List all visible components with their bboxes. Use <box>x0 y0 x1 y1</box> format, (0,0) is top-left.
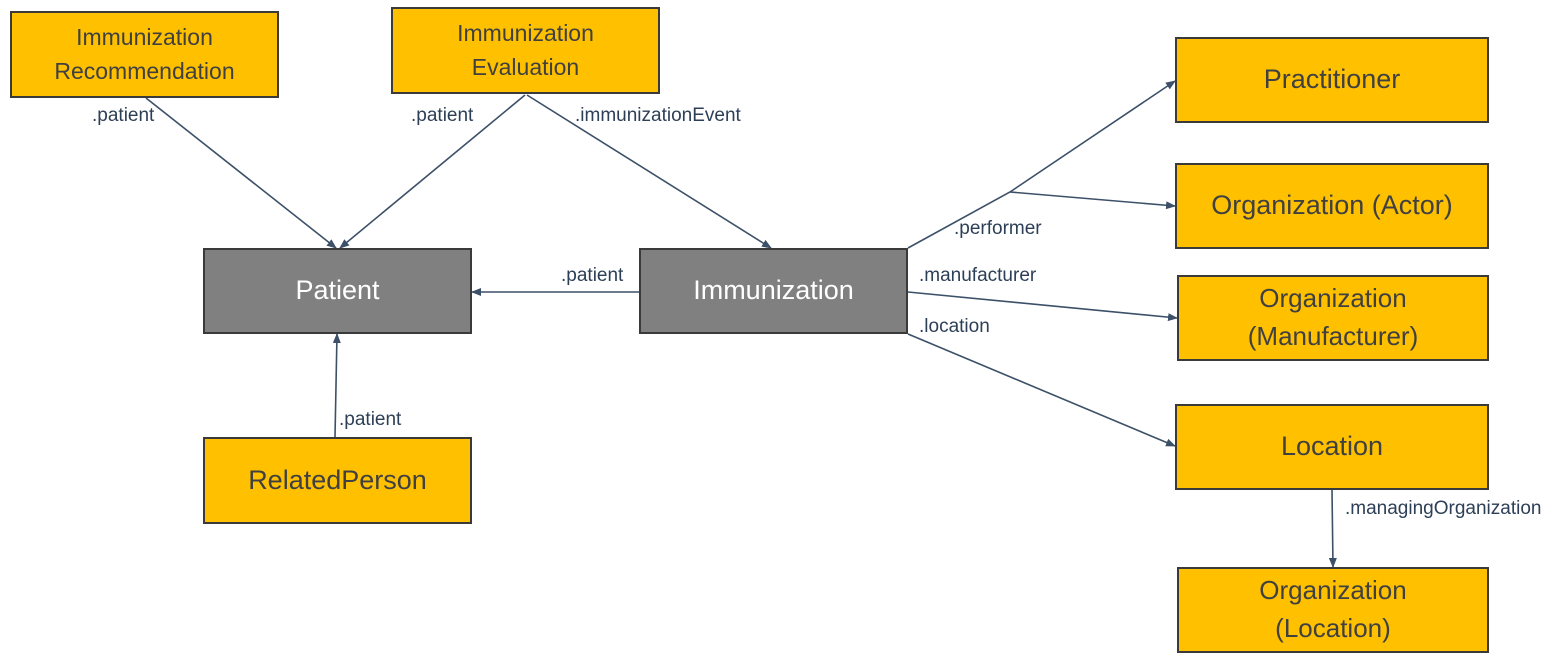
node-location: Location <box>1175 404 1489 490</box>
edge-label-imm-location: .location <box>919 316 990 337</box>
edge-label-rec-patient: .patient <box>92 105 155 126</box>
node-immunization: Immunization <box>639 248 908 334</box>
edge-imm-manufacturer <box>907 291 1178 322</box>
node-patient: Patient <box>203 248 472 334</box>
edge-label-loc-managing: .managingOrganization <box>1345 498 1542 519</box>
edge-label-related-patient: .patient <box>339 409 402 430</box>
node-practitioner: Practitioner <box>1175 37 1489 123</box>
edge-imm-location <box>907 333 1176 447</box>
edge-performer-org <box>1009 191 1176 210</box>
edge-label-eval-event: .immunizationEvent <box>575 105 741 126</box>
edge-eval-event <box>526 94 772 249</box>
edge-related-patient <box>332 333 341 438</box>
node-organization-location: Organization (Location) <box>1177 567 1489 653</box>
edge-label-performer-practitioner: .performer <box>954 218 1042 239</box>
node-related-person: RelatedPerson <box>203 437 472 524</box>
edge-label-imm-manufacturer: .manufacturer <box>919 265 1037 286</box>
node-organization-actor: Organization (Actor) <box>1175 163 1489 249</box>
edge-loc-managing <box>1328 489 1337 568</box>
edge-label-eval-patient: .patient <box>411 105 474 126</box>
node-immunization-recommendation: Immunization Recommendation <box>10 11 279 98</box>
edge-rec-patient <box>145 97 337 249</box>
node-immunization-evaluation: Immunization Evaluation <box>391 7 660 94</box>
edge-label-imm-patient: .patient <box>561 265 624 286</box>
edge-eval-patient <box>339 94 526 249</box>
node-organization-manufacturer: Organization (Manufacturer) <box>1177 275 1489 361</box>
